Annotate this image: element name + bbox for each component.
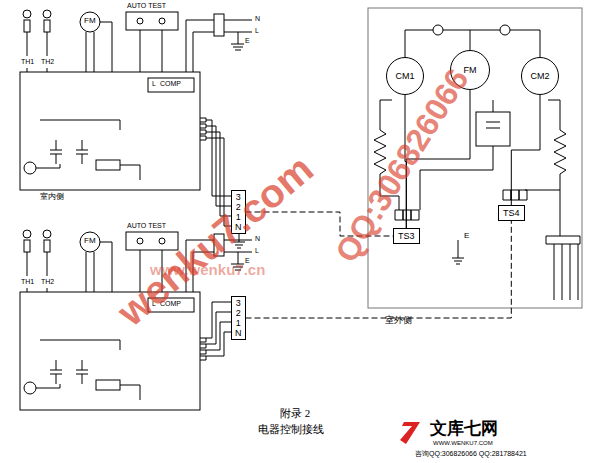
part-label: AUTO TEST bbox=[127, 222, 166, 230]
node-text: CM2 bbox=[530, 71, 549, 81]
terminal-label: TS3 bbox=[393, 228, 420, 244]
terminal-label: TS4 bbox=[498, 205, 525, 221]
part-label: 咨询QQ:306826066 QQ:281788421 bbox=[415, 450, 527, 458]
watermark: www.wenku7.cn bbox=[150, 262, 265, 279]
part-label: L bbox=[254, 27, 260, 35]
terminal-block bbox=[503, 190, 527, 200]
compressor-motor: CM2 bbox=[521, 57, 559, 95]
part-label: 文库七网 bbox=[430, 420, 498, 439]
heater-coil bbox=[525, 126, 566, 190]
part-label: E bbox=[463, 232, 470, 241]
figure-caption: 电器控制接线 bbox=[258, 422, 324, 437]
compressor-motor: CM1 bbox=[386, 57, 424, 95]
terminal-block bbox=[395, 210, 419, 220]
node-text: TS3 bbox=[398, 231, 415, 241]
part-label: TH2 bbox=[41, 58, 54, 66]
node-text: TS4 bbox=[503, 208, 520, 218]
part-label: COMP bbox=[160, 80, 181, 88]
part-label: 室内侧 bbox=[40, 193, 64, 202]
part-label: E bbox=[244, 37, 251, 45]
node-text: CM1 bbox=[395, 71, 414, 81]
part-label: L bbox=[152, 80, 156, 88]
terminal-strip: 321N bbox=[231, 296, 246, 340]
part-label: AUTO TEST bbox=[127, 2, 166, 10]
node-text: 2 bbox=[235, 308, 242, 318]
part-label: FM bbox=[84, 17, 96, 26]
fan-capacitor bbox=[476, 112, 510, 146]
block-wire bbox=[206, 302, 231, 356]
ground-symbol bbox=[452, 240, 464, 264]
part-label: TH2 bbox=[41, 278, 54, 286]
part-label: TH1 bbox=[21, 58, 34, 66]
part-label: FM bbox=[84, 237, 96, 246]
node-text: 1 bbox=[235, 318, 242, 328]
outdoor-connector bbox=[546, 190, 580, 300]
part-label: N bbox=[254, 15, 261, 23]
wire-connector bbox=[511, 95, 540, 205]
node-text: FM bbox=[464, 65, 477, 75]
part-label: 室外侧 bbox=[385, 316, 412, 326]
part-label: L bbox=[254, 247, 260, 255]
watermark: wenku7.com bbox=[109, 146, 321, 334]
part-label: TH1 bbox=[21, 278, 34, 286]
thermal-switch bbox=[433, 25, 443, 35]
figure-title: 附录 2 bbox=[280, 406, 310, 421]
node-text: N bbox=[235, 328, 242, 338]
logo-mark bbox=[400, 422, 420, 444]
indoor-board-1 bbox=[20, 10, 252, 190]
thermal-switch bbox=[500, 25, 510, 35]
node-text: 3 bbox=[235, 298, 242, 308]
part-label: WWW.WENKU7.COM bbox=[433, 440, 493, 447]
part-label: N bbox=[254, 235, 261, 243]
